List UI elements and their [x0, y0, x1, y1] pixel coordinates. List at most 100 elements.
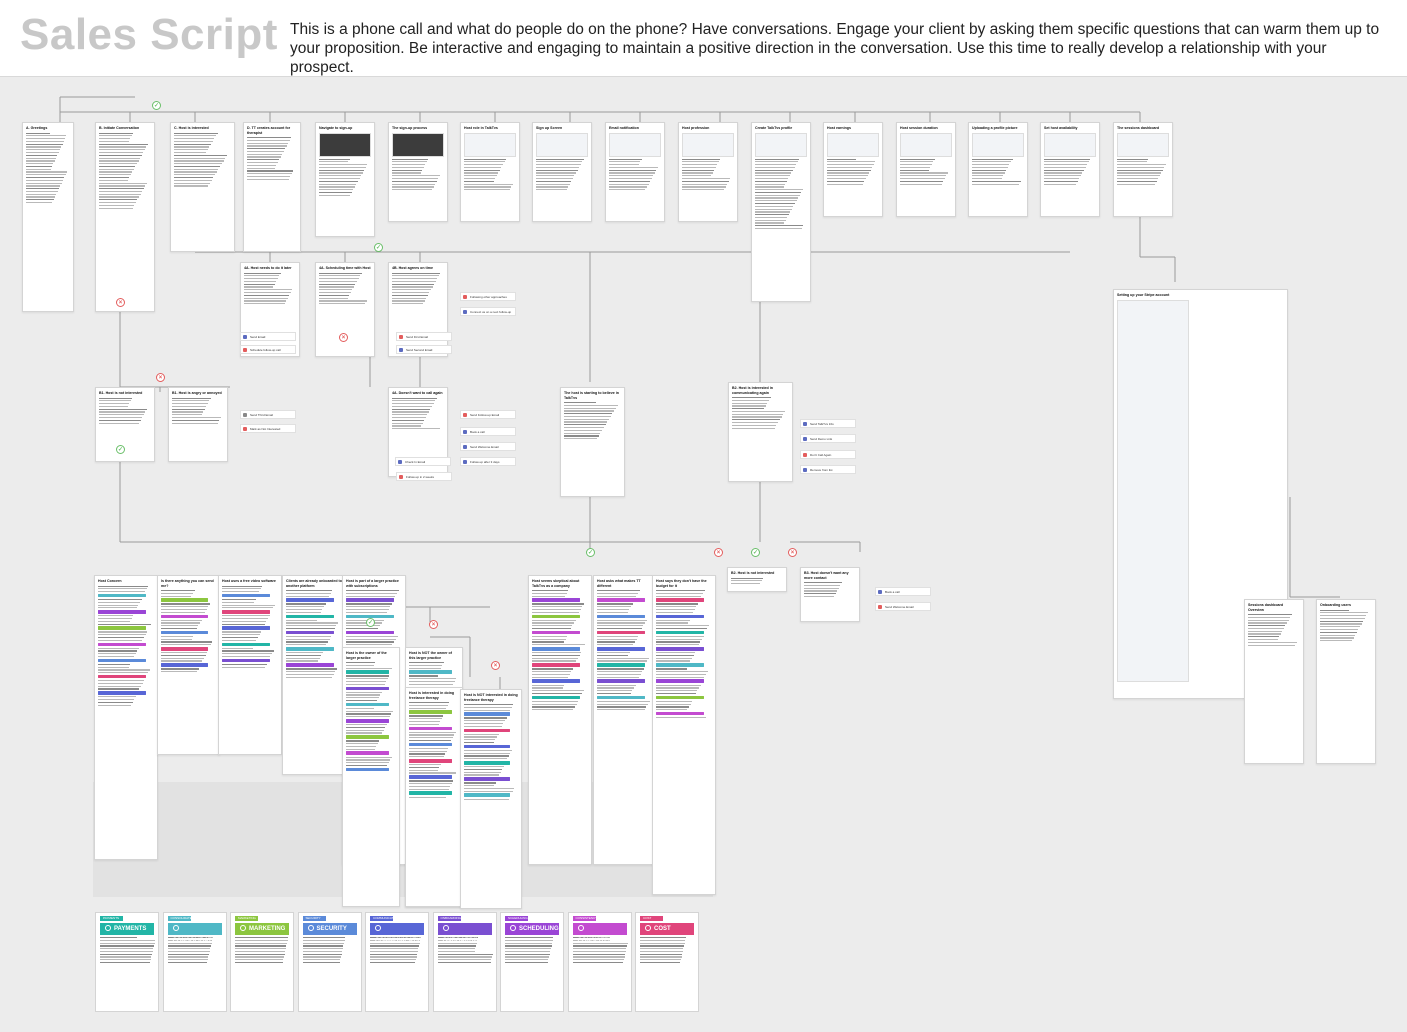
action-chip[interactable]: Book a call: [460, 427, 516, 436]
text-line: [26, 191, 58, 192]
script-card[interactable]: Host is the owner of the larger practice: [342, 647, 400, 907]
script-card[interactable]: 4B. Host agrees on time: [388, 262, 448, 357]
script-card[interactable]: B3. Host doesn't want any more contact: [800, 567, 860, 622]
script-card[interactable]: B2. Host is not interested: [727, 567, 787, 592]
text-line: [319, 159, 350, 160]
category-tag: PAYMENTS: [100, 916, 123, 921]
action-chip[interactable]: Follow-up in 2 weeks: [396, 472, 452, 481]
action-chip[interactable]: Mark as Not Interested: [240, 424, 296, 433]
action-chip[interactable]: Send First Email: [396, 332, 452, 341]
action-chip[interactable]: Send Welcome Email: [875, 602, 931, 611]
script-card[interactable]: Clients are already onboarded to another…: [282, 575, 346, 775]
script-card[interactable]: Sign up Screen: [532, 122, 592, 222]
text-line: [319, 295, 349, 296]
text-line: [804, 596, 834, 597]
text-line: [392, 420, 424, 421]
script-card[interactable]: Host role in TalkTvs: [460, 122, 520, 222]
text-line: [235, 959, 283, 960]
script-card[interactable]: Host is NOT interested in doing freelanc…: [460, 689, 522, 909]
action-chip[interactable]: Send Third Email: [240, 410, 296, 419]
text-line: [99, 160, 139, 161]
action-chip[interactable]: Schedule follow-up call: [240, 345, 296, 354]
script-card[interactable]: B2. Host is interested in communicating …: [728, 382, 793, 482]
text-line: [222, 621, 266, 622]
script-card[interactable]: Create TalkTvs profile: [751, 122, 811, 302]
script-card[interactable]: Sessions dashboard Overview: [1244, 599, 1304, 764]
action-icon: [803, 422, 807, 426]
category-tag: [656, 712, 704, 716]
text-line: [755, 181, 787, 182]
script-card[interactable]: B1. Host is angry or annoyed: [168, 387, 228, 462]
action-chip[interactable]: Remove from list: [800, 465, 856, 474]
text-line: [464, 726, 502, 727]
category-tag: SECURITY: [303, 916, 326, 921]
script-card[interactable]: B1. Host is not interested: [95, 387, 155, 462]
action-chip[interactable]: Send Email: [240, 332, 296, 341]
text-line: [573, 954, 626, 955]
text-line: [98, 621, 130, 622]
script-card[interactable]: Host session duration: [896, 122, 956, 217]
x-icon: ×: [116, 298, 125, 307]
text-line: [244, 273, 281, 274]
category-icon: [645, 925, 651, 931]
text-line: [235, 962, 283, 963]
script-card[interactable]: Host profession: [678, 122, 738, 222]
text-line: [804, 593, 836, 594]
action-chip[interactable]: Book a call: [875, 587, 931, 596]
text-line: [99, 163, 137, 164]
action-chip[interactable]: Send Follow-up Email: [460, 410, 516, 419]
action-chip[interactable]: Following other approaches: [460, 292, 516, 301]
action-chip[interactable]: Send TalkTvs Info: [800, 419, 856, 428]
script-card[interactable]: Onboarding users: [1316, 599, 1376, 764]
script-card[interactable]: A. Greetings: [22, 122, 74, 312]
script-card[interactable]: Uploading a profile picture: [968, 122, 1028, 217]
script-card[interactable]: D. TT creates account for therapist: [243, 122, 301, 252]
action-chip[interactable]: Send Demo Link: [800, 434, 856, 443]
script-card[interactable]: The sign-up process: [388, 122, 448, 222]
script-card[interactable]: Is there anything you can send me?: [157, 575, 220, 755]
script-card[interactable]: The sessions dashboard: [1113, 122, 1173, 217]
category-tag: [409, 743, 452, 747]
script-card[interactable]: Host uses a free video software: [218, 575, 282, 755]
script-card[interactable]: Set host availability: [1040, 122, 1100, 217]
action-chip[interactable]: Check In Email: [395, 457, 451, 466]
script-card[interactable]: B. Initiate Conversation: [95, 122, 155, 312]
script-card[interactable]: Host Concern: [94, 575, 158, 860]
category-tag: [98, 659, 146, 663]
text-line: [755, 167, 795, 168]
text-line: [99, 409, 147, 410]
text-line: [346, 678, 388, 679]
text-line: [98, 588, 147, 589]
text-line: [564, 410, 614, 411]
script-card[interactable]: C. Host is interested: [170, 122, 235, 252]
script-card[interactable]: Host says they don't have the budget for…: [652, 575, 716, 895]
action-chip[interactable]: Send Welcome Email: [460, 442, 516, 451]
script-card[interactable]: 4A. Host needs to do it later: [240, 262, 300, 357]
script-card[interactable]: Host seems skeptical about TalkTvs as a …: [528, 575, 592, 865]
script-card[interactable]: Email notification: [605, 122, 665, 222]
action-icon: [399, 348, 403, 352]
script-card[interactable]: 4A. Scheduling time with Host: [315, 262, 375, 357]
text-line: [99, 171, 132, 172]
script-card[interactable]: Navigate to sign-up: [315, 122, 375, 237]
script-card[interactable]: Host earnings: [823, 122, 883, 217]
script-card[interactable]: Host asks what makes TT different: [593, 575, 657, 865]
script-card[interactable]: Host is interested in doing freelance th…: [405, 687, 463, 907]
text-line: [732, 422, 778, 423]
text-line: [1320, 615, 1366, 616]
action-chip[interactable]: Follow-up after 3 days: [460, 457, 516, 466]
script-card[interactable]: The host is starting to believe in TalkT…: [560, 387, 625, 497]
action-chip[interactable]: Don't Call Again: [800, 450, 856, 459]
action-chip[interactable]: Connect us on a next follow-up: [460, 307, 516, 316]
action-chip[interactable]: Send Second Email: [396, 345, 452, 354]
